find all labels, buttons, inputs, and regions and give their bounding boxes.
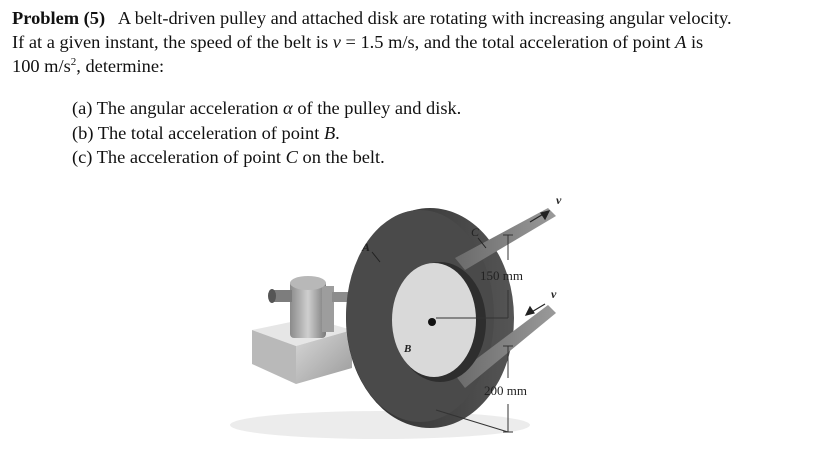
problem-label: Problem (5) — [12, 8, 106, 28]
part-c-text: (c) The acceleration of point — [72, 147, 282, 167]
dimension-lines — [435, 234, 513, 433]
dim-outer-label: 200 mm — [484, 383, 527, 398]
part-b: (b) The total acceleration of point B. — [72, 121, 461, 146]
part-b-var: B — [323, 122, 336, 143]
part-b-text: (b) The total acceleration of point — [72, 122, 320, 143]
dim-inner-label: 150 mm — [480, 268, 523, 283]
problem-line2-post: is — [690, 32, 704, 52]
point-a-ref: A — [675, 32, 687, 52]
label-a: A — [361, 240, 370, 254]
part-b-post: . — [335, 122, 340, 143]
part-a-var: α — [283, 98, 293, 118]
small-pulley — [392, 262, 486, 382]
part-c: (c) The acceleration of point C on the b… — [72, 145, 461, 170]
shaft — [268, 289, 362, 303]
label-a-leader — [371, 251, 381, 263]
label-b: B — [403, 343, 411, 355]
part-c-post: on the belt. — [302, 147, 385, 167]
problem-line3-pre: 100 m/s — [12, 56, 71, 76]
problem-line2-pre: If at a given instant, the speed of the … — [12, 32, 329, 52]
problem-statement: Problem (5) A belt-driven pulley and att… — [12, 6, 817, 78]
part-a-text: (a) The angular acceleration — [72, 98, 279, 118]
velocity-arrows — [524, 210, 551, 316]
bearing-housing — [290, 276, 334, 338]
var-v: v — [332, 32, 341, 52]
problem-line1: A belt-driven pulley and attached disk a… — [117, 8, 732, 28]
part-c-var: C — [285, 147, 298, 167]
squared-sup: 2 — [70, 56, 77, 68]
label-v-bottom: v — [551, 287, 557, 301]
part-a: (a) The angular acceleration α of the pu… — [72, 96, 461, 121]
problem-line3-post: , determine: — [76, 56, 165, 76]
problem-line2-mid: = 1.5 m/s, and the total acceleration of… — [345, 32, 671, 52]
label-c-leader — [477, 237, 487, 249]
question-parts: (a) The angular acceleration α of the pu… — [72, 96, 461, 170]
part-a-post: of the pulley and disk. — [297, 98, 462, 118]
label-v-top: v — [556, 193, 562, 207]
label-c: C — [471, 225, 480, 239]
